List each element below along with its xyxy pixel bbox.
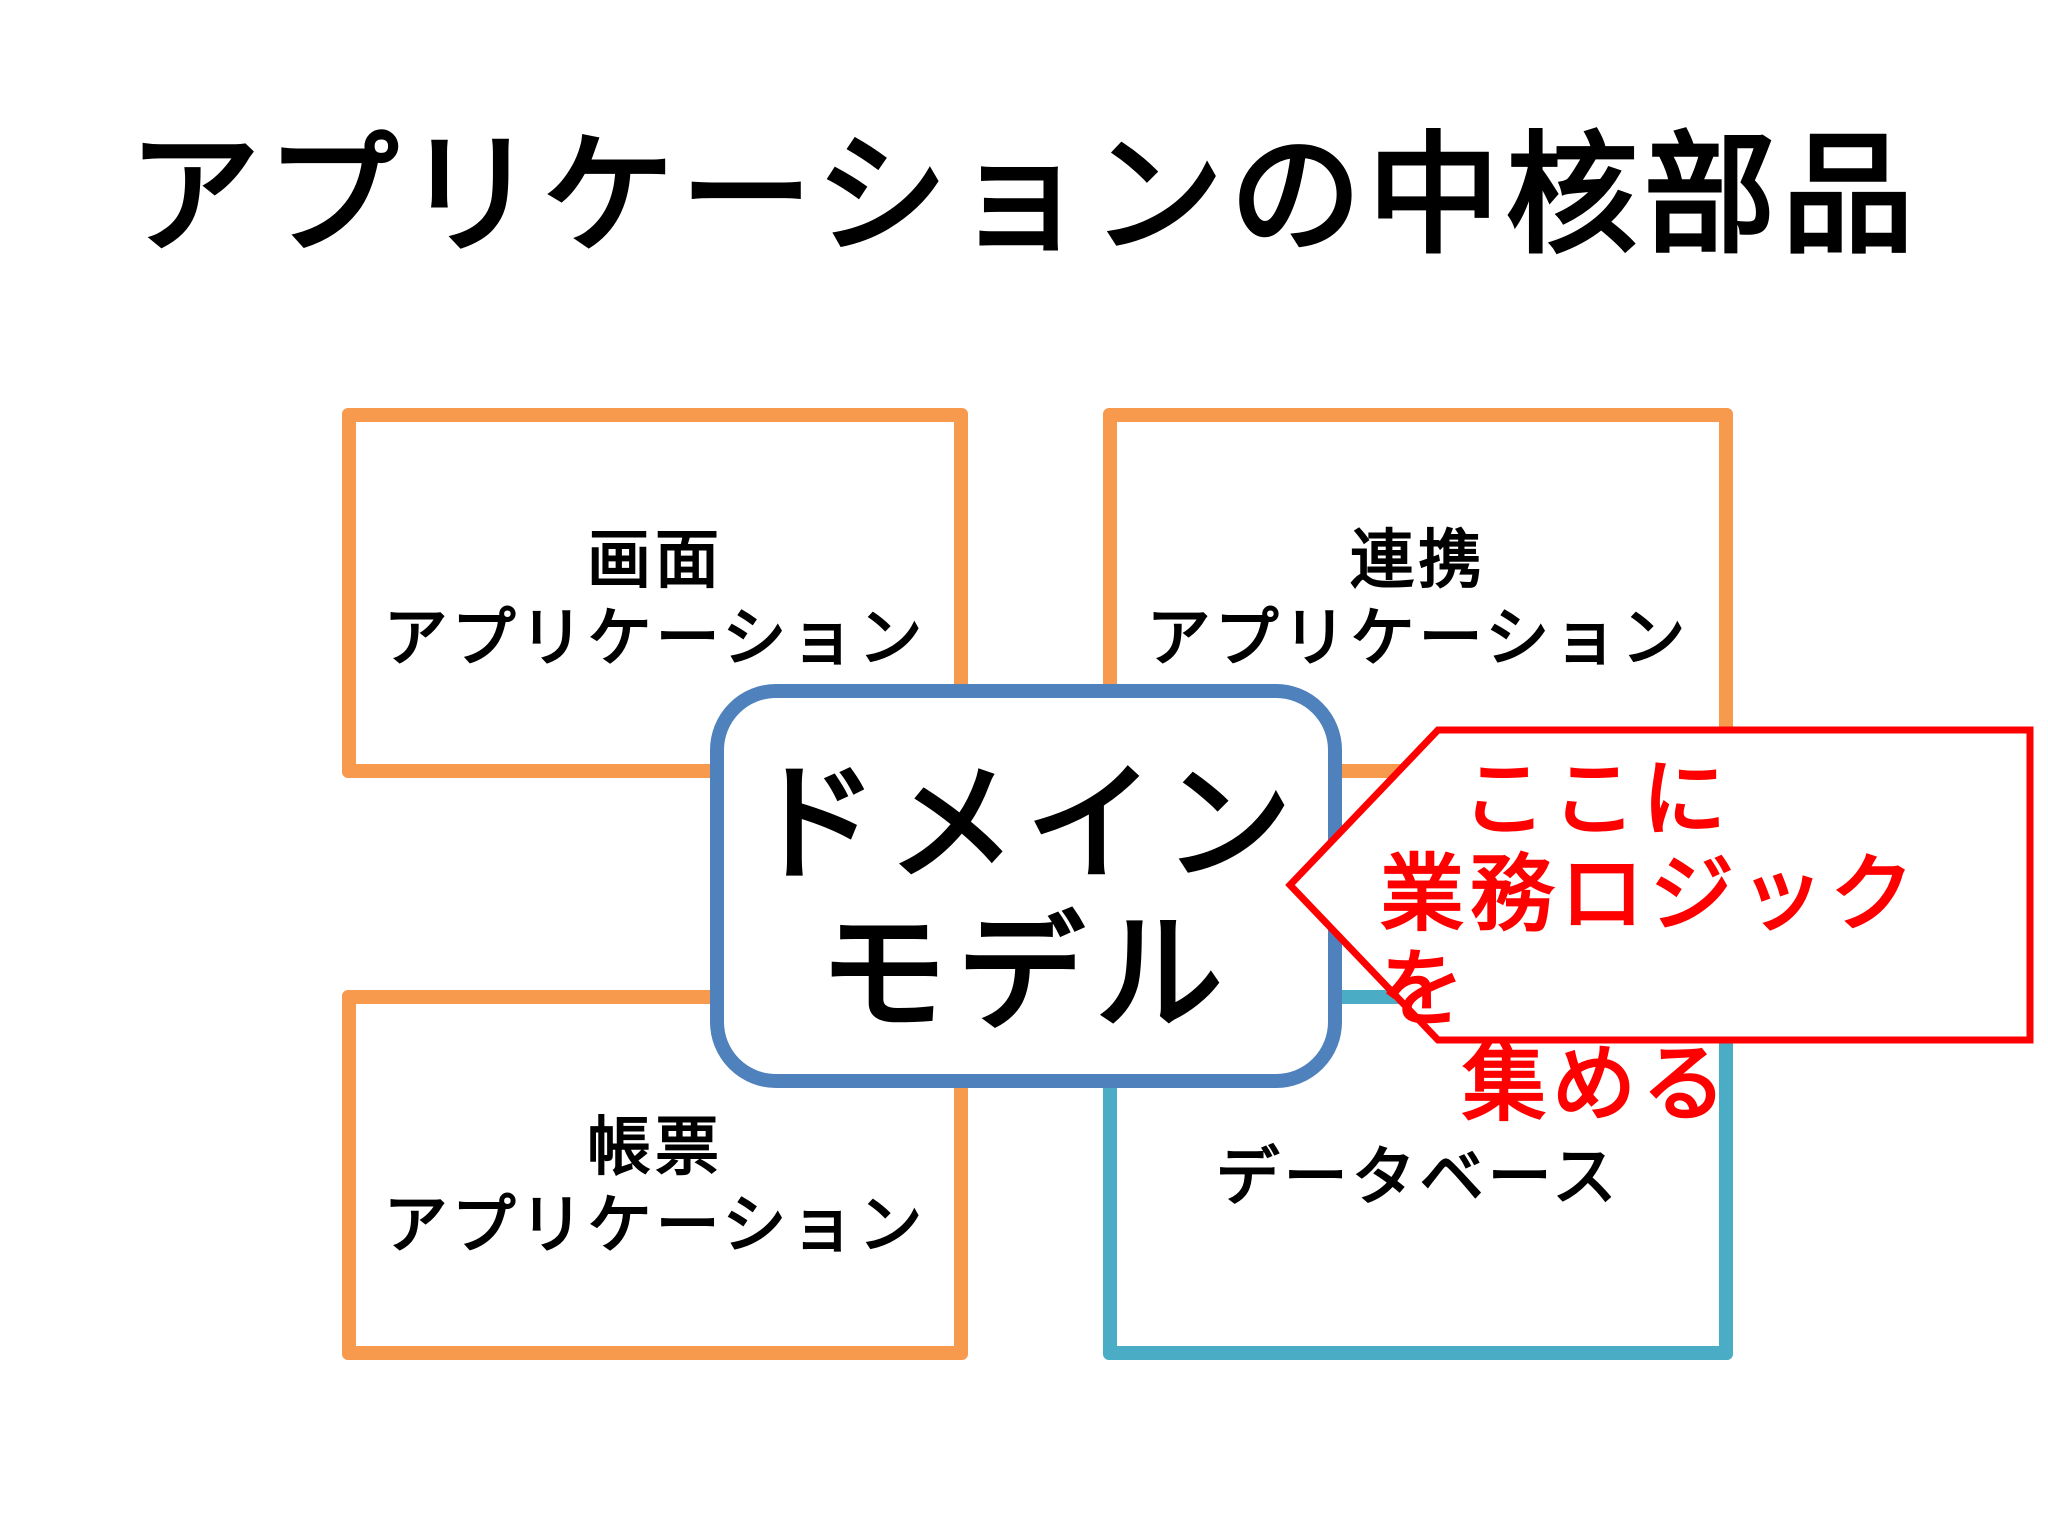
domain-model-line1: ドメイン <box>749 750 1302 899</box>
callout-line1: ここに <box>1462 750 1733 848</box>
link-application-line1: 連携 <box>1350 524 1486 598</box>
link-application-label: 連携 アプリケーション <box>1117 522 1719 678</box>
domain-model-box: ドメイン モデル <box>710 684 1342 1088</box>
callout-line3: 集める <box>1462 1035 1733 1133</box>
database-label: データベース <box>1215 1141 1621 1215</box>
callout-line2: 業務ロジックを <box>1380 845 1921 1038</box>
screen-application-label: 画面 アプリケーション <box>356 522 954 678</box>
screen-application-line2: アプリケーション <box>383 602 927 676</box>
page-title: アプリケーションの中核部品 <box>128 119 1920 273</box>
report-application-line1: 帳票 <box>587 1111 723 1185</box>
report-application-line2: アプリケーション <box>383 1189 927 1263</box>
screen-application-line1: 画面 <box>587 524 723 598</box>
callout-text: ここに 業務ロジックを 集める <box>1370 752 1958 1132</box>
domain-model-label: ドメイン モデル <box>724 750 1328 1050</box>
report-application-label: 帳票 アプリケーション <box>356 1109 954 1265</box>
link-application-line2: アプリケーション <box>1146 602 1690 676</box>
domain-model-line2: モデル <box>818 900 1233 1049</box>
screen-application-box: 画面 アプリケーション <box>342 408 968 778</box>
